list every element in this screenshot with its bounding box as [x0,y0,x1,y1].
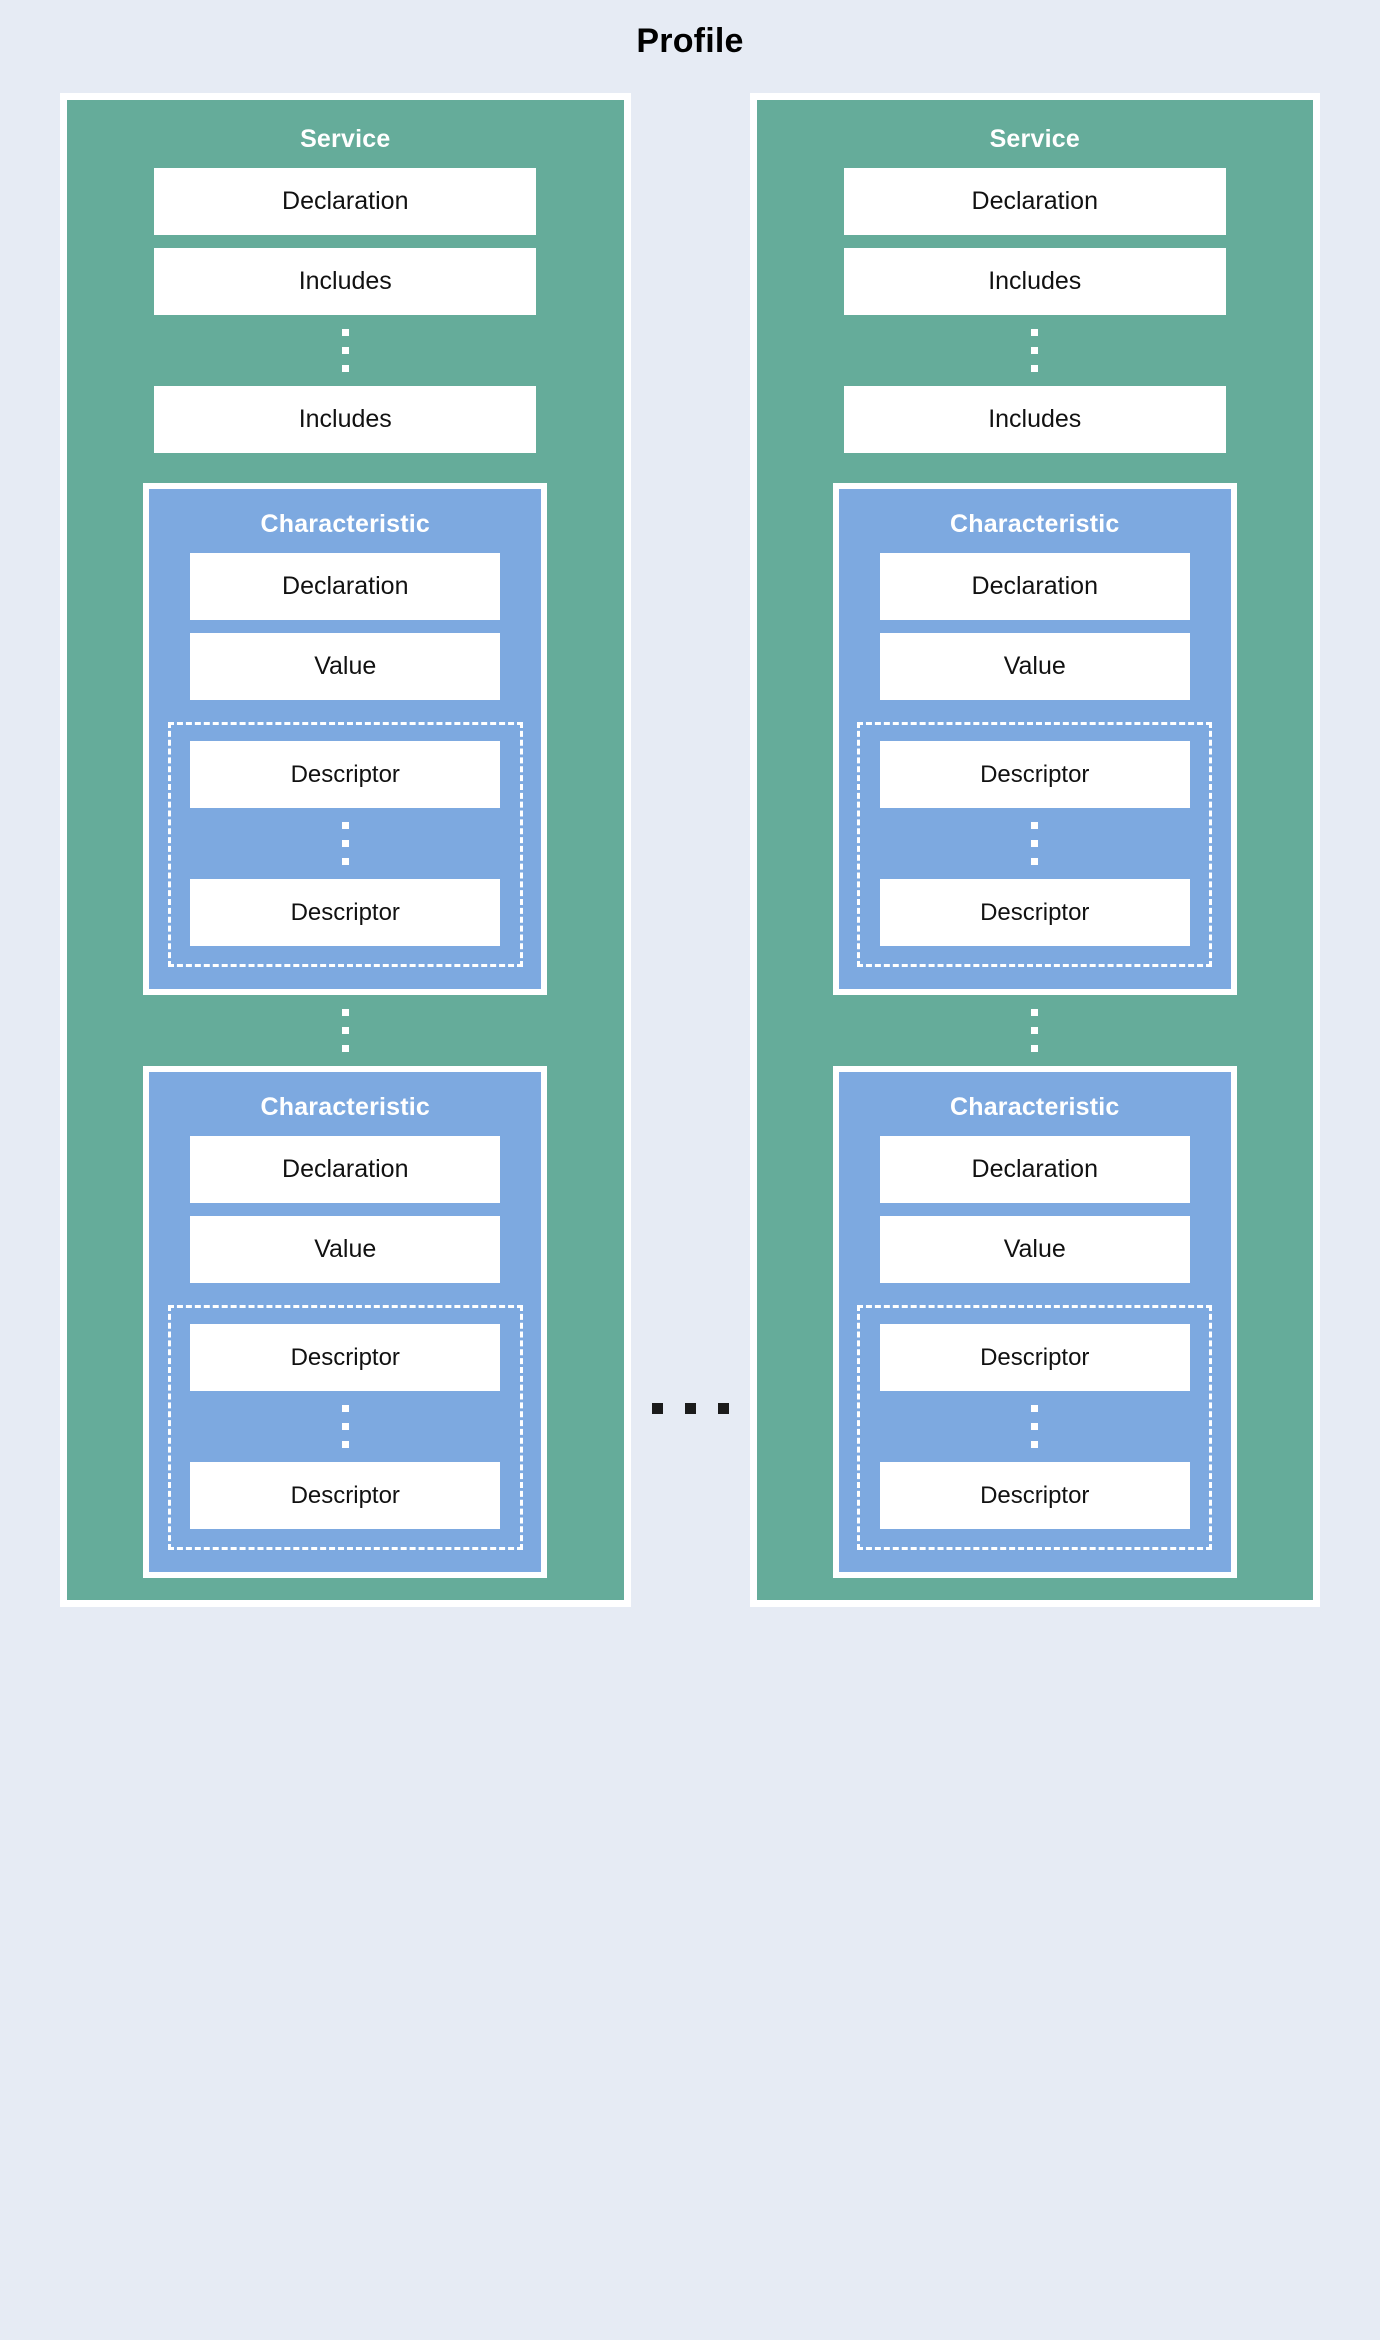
service-includes-first-0: Includes [154,248,537,315]
ellipsis-dot [1031,365,1039,372]
service-includes-ellipsis-0 [81,315,610,386]
descriptor-ellipsis-1-0 [872,808,1197,879]
profile-container: Service Declaration Includes Includes Ch… [0,93,1380,1607]
service-includes-last-1: Includes [843,386,1226,453]
spacer [81,235,610,248]
characteristic-box-1-0: Characteristic Declaration Value Descrip… [832,483,1237,995]
ellipsis-dot [684,1403,696,1414]
ellipsis-dot [717,1403,729,1414]
ellipsis-dot [651,1403,663,1414]
descriptor-group-1-1: Descriptor Descriptor [857,1305,1213,1550]
characteristic-value-1-1: Value [879,1216,1190,1283]
ellipsis-dot [1031,1009,1039,1016]
service-includes-ellipsis-1 [771,315,1300,386]
characteristic-box-0-1: Characteristic Declaration Value Descrip… [143,1066,548,1578]
spacer [851,1203,1219,1216]
characteristic-title-1-0: Characteristic [949,510,1120,538]
descriptor-ellipsis-0-1 [183,1391,508,1462]
ellipsis-dot [1031,840,1039,847]
spacer [851,620,1219,633]
characteristic-ellipsis-1 [771,995,1300,1066]
ellipsis-dot [341,1027,349,1034]
ellipsis-dot [1031,858,1039,865]
ellipsis-dot [341,1405,349,1412]
spacer [161,1283,529,1305]
descriptor-last-1-0: Descriptor [879,879,1190,946]
spacer [161,620,529,633]
characteristic-value-1-0: Value [879,633,1190,700]
descriptor-group-0-0: Descriptor Descriptor [167,722,523,967]
service-box-1: Service Declaration Includes Includes Ch… [749,93,1320,1607]
ellipsis-dot [1031,1405,1039,1412]
descriptor-ellipsis-0-0 [183,808,508,879]
ellipsis-dot [341,840,349,847]
service-declaration-1: Declaration [843,168,1226,235]
characteristic-box-0-0: Characteristic Declaration Value Descrip… [143,483,548,995]
ellipsis-dot [341,1009,349,1016]
ellipsis-dot [341,1441,349,1448]
ellipsis-dot [341,1423,349,1430]
descriptor-ellipsis-1-1 [872,1391,1197,1462]
characteristic-declaration-1-0: Declaration [879,553,1190,620]
page-title: Profile [636,22,744,60]
characteristic-value-0-0: Value [190,633,501,700]
ellipsis-dot [1031,347,1039,354]
ellipsis-dot [341,365,349,372]
characteristic-declaration-1-1: Declaration [879,1136,1190,1203]
ellipsis-dot [1031,1045,1039,1052]
characteristic-title-0-0: Characteristic [260,510,431,538]
service-box-0: Service Declaration Includes Includes Ch… [60,93,631,1607]
descriptor-group-1-0: Descriptor Descriptor [857,722,1213,967]
descriptor-first-1-1: Descriptor [879,1324,1190,1391]
ellipsis-dot [341,329,349,336]
characteristic-title-0-1: Characteristic [260,1093,431,1121]
spacer [81,453,610,483]
ellipsis-dot [1031,1423,1039,1430]
service-title-1: Service [989,125,1080,153]
spacer [851,1283,1219,1305]
descriptor-first-0-0: Descriptor [190,741,501,808]
ellipsis-dot [341,1045,349,1052]
characteristic-box-1-1: Characteristic Declaration Value Descrip… [832,1066,1237,1578]
descriptor-first-0-1: Descriptor [190,1324,501,1391]
characteristic-ellipsis-0 [81,995,610,1066]
ellipsis-dot [1031,1441,1039,1448]
descriptor-group-0-1: Descriptor Descriptor [167,1305,523,1550]
service-title-0: Service [300,125,391,153]
spacer [771,453,1300,483]
characteristic-declaration-0-1: Declaration [190,1136,501,1203]
characteristic-title-1-1: Characteristic [949,1093,1120,1121]
ellipsis-dot [1031,1027,1039,1034]
spacer [771,235,1300,248]
descriptor-last-0-1: Descriptor [190,1462,501,1529]
spacer [161,1203,529,1216]
ellipsis-dot [341,858,349,865]
characteristic-value-0-1: Value [190,1216,501,1283]
service-includes-first-1: Includes [843,248,1226,315]
spacer [161,700,529,722]
spacer [851,700,1219,722]
descriptor-last-0-0: Descriptor [190,879,501,946]
ellipsis-dot [1031,822,1039,829]
ellipsis-dot [341,822,349,829]
descriptor-last-1-1: Descriptor [879,1462,1190,1529]
characteristic-declaration-0-0: Declaration [190,553,501,620]
descriptor-first-1-0: Descriptor [879,741,1190,808]
ellipsis-dot [341,347,349,354]
service-includes-last-0: Includes [154,386,537,453]
ellipsis-dot [1031,329,1039,336]
service-declaration-0: Declaration [154,168,537,235]
